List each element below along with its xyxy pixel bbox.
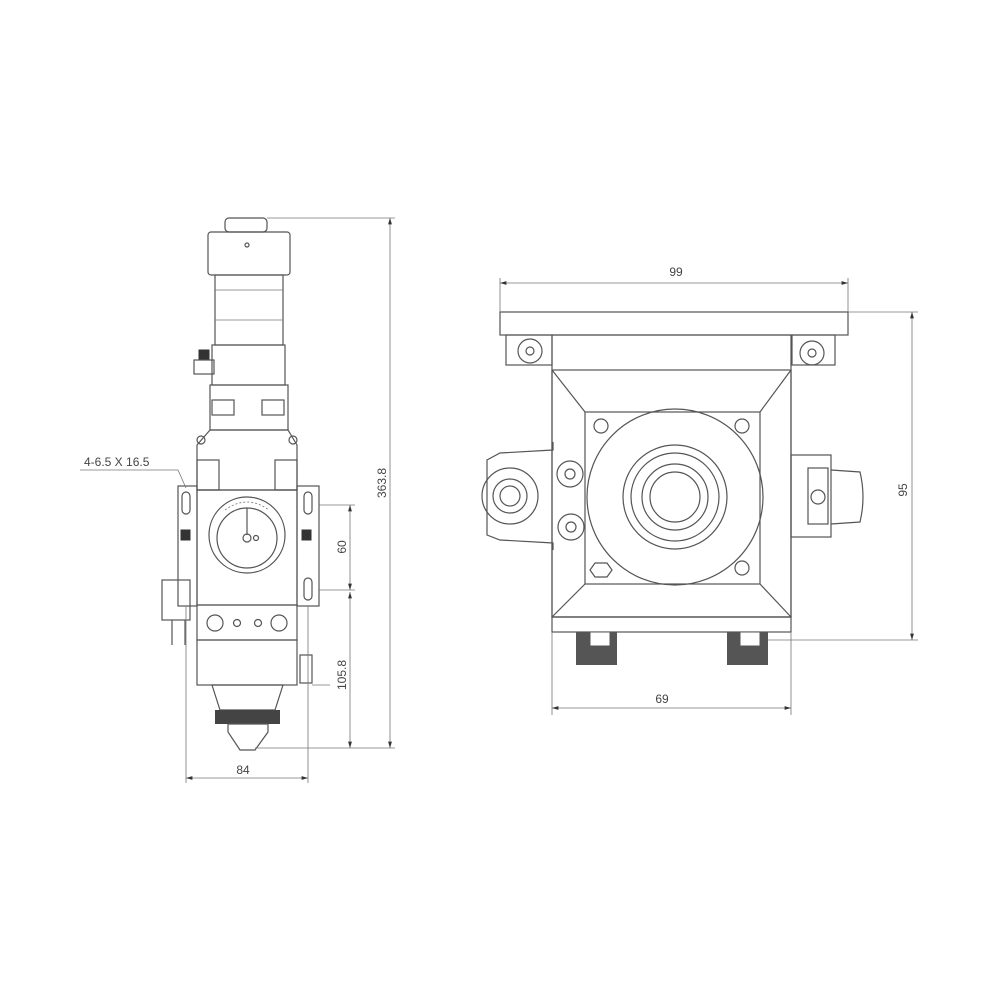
hole-note-label: 4-6.5 X 16.5 xyxy=(84,455,150,469)
dim-lower-height: 105.8 xyxy=(335,660,349,690)
dim-width: 84 xyxy=(236,763,250,777)
dim-bottom-width: 69 xyxy=(655,692,669,706)
dim-slot-spacing: 60 xyxy=(335,540,349,554)
dim-total-height: 363.8 xyxy=(375,468,389,498)
dim-height: 95 xyxy=(896,483,910,497)
cutting-head-front-view xyxy=(80,217,395,783)
dim-top-width: 99 xyxy=(669,265,683,279)
cutting-head-top-view xyxy=(481,278,918,715)
